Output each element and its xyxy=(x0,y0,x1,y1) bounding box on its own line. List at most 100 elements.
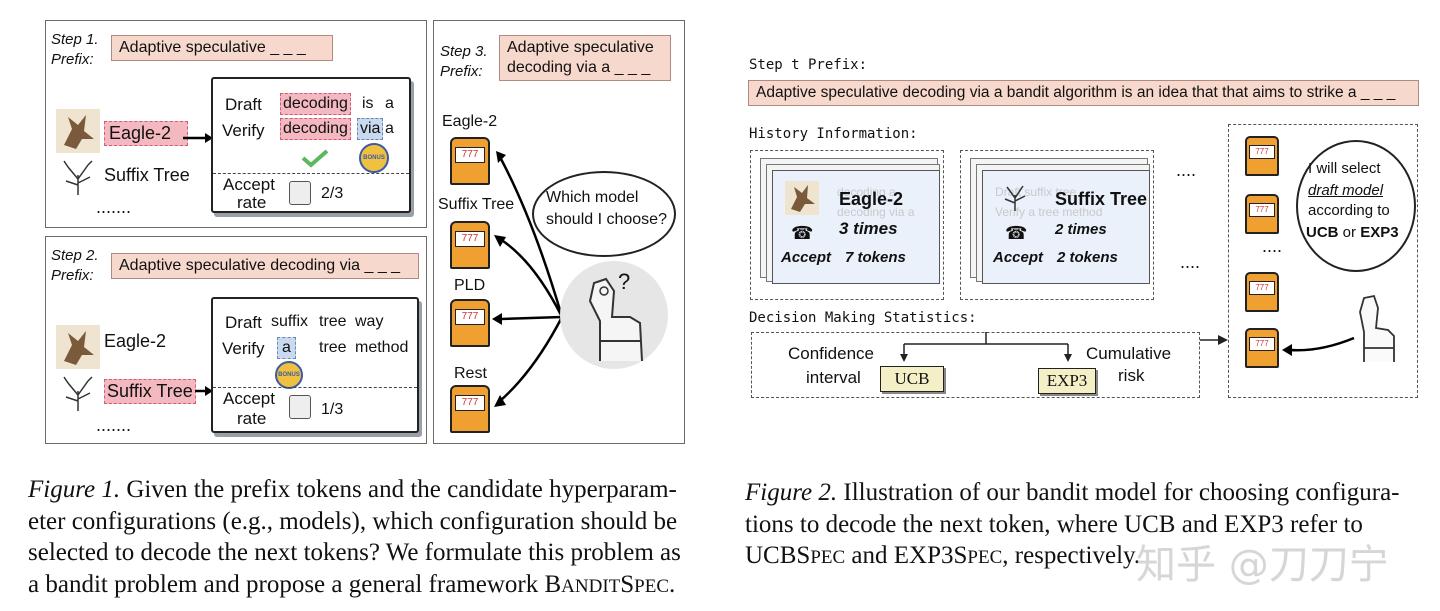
caption1-line2: eter configurations (e.g., models), whic… xyxy=(28,507,678,535)
step1-prefix-label: Prefix: xyxy=(51,51,94,68)
step3-prefix-line2: decoding via a _ _ _ xyxy=(507,59,651,76)
thumbs-up-icon xyxy=(289,395,311,419)
phone-icon: ☎ xyxy=(791,223,814,243)
history-card-b: Draft suffix tree Verify a tree method ☎… xyxy=(982,170,1150,284)
step2-model-b: Suffix Tree xyxy=(104,379,196,404)
draft-token-1: decoding xyxy=(280,93,351,115)
divider xyxy=(213,173,409,174)
card-a-accept: Accept xyxy=(781,249,832,266)
caption2-text1: Illustration of our bandit model for cho… xyxy=(843,479,1400,506)
confidence-label-2: interval xyxy=(806,368,861,387)
verify-label: Verify xyxy=(222,121,265,140)
draft-token-2: tree xyxy=(319,313,347,330)
caption1-text4: a bandit problem and propose a general f… xyxy=(28,570,539,598)
slot-machine-icon: 777 xyxy=(1245,194,1279,234)
step2-draft-box: Draft Verify suffix tree way a tree meth… xyxy=(211,297,419,433)
step3-prefix-line1: Adaptive speculative xyxy=(507,39,654,56)
verify-token-3: method xyxy=(355,339,409,356)
step1-label: Step 1. xyxy=(51,31,99,48)
history-dots-1: .... xyxy=(1176,160,1197,180)
agent-bubble-exp3: EXP3 xyxy=(1360,224,1399,241)
tree-icon xyxy=(999,181,1031,211)
cumulative-label-1: Cumulative xyxy=(1086,344,1172,363)
draft-token-3: way xyxy=(355,313,384,330)
caption2-lead: Figure 2. xyxy=(745,479,838,506)
card-b-name: Suffix Tree xyxy=(1055,189,1148,209)
check-icon xyxy=(301,149,329,168)
watermark: 知乎 @刀刀宁 xyxy=(1136,542,1389,588)
step1-panel: Step 1. Prefix: Adaptive speculative _ _… xyxy=(45,20,427,228)
step3-label: Step 3. xyxy=(440,43,488,60)
agent-bubble-ucb: UCB xyxy=(1306,224,1339,241)
card-b-times: 2 times xyxy=(1055,221,1107,238)
slot-machine-icon: 777 xyxy=(450,221,490,269)
history-label: History Information: xyxy=(749,126,918,142)
step1-model-a: Eagle-2 xyxy=(104,121,189,146)
cumulative-label-2: risk xyxy=(1118,366,1145,385)
verify-token-1: decoding xyxy=(280,118,351,140)
accept-label: Accept xyxy=(223,175,275,194)
agent-speech-bubble xyxy=(1296,140,1416,272)
caption1-line4: a bandit problem and propose a general f… xyxy=(28,570,676,598)
accept-rate-value: 1/3 xyxy=(321,401,344,418)
draft-token-2: is xyxy=(362,95,374,112)
history-card-a-frame xyxy=(750,150,944,300)
figure2-caption: Figure 2. Illustration of our bandit mod… xyxy=(745,477,1421,574)
rate-label: rate xyxy=(237,409,267,428)
thumbs-up-icon xyxy=(289,181,311,205)
slot-machine-icon: 777 xyxy=(450,137,490,185)
llama-icon xyxy=(1350,292,1400,364)
step1-prefix: Adaptive speculative _ _ _ xyxy=(111,35,333,61)
decision-box xyxy=(751,332,1200,398)
speech-bubble xyxy=(532,171,676,257)
step3-prefix-label: Prefix: xyxy=(440,63,483,80)
verify-token-3: a xyxy=(385,120,394,137)
step2-arrow xyxy=(195,386,213,396)
figure1-caption: Figure 1. Given the prefix tokens and th… xyxy=(28,474,698,602)
decision-label: Decision Making Statistics: xyxy=(749,310,977,326)
step3-panel: Step 3. Prefix: Adaptive speculative dec… xyxy=(433,20,685,444)
card-a-ghost-1: decoding a xyxy=(837,185,896,199)
accept-rate-value: 2/3 xyxy=(321,185,344,202)
step1-arrow xyxy=(183,133,213,143)
bonus-badge-icon: BONUS xyxy=(359,143,389,173)
step2-model-a: Eagle-2 xyxy=(104,331,167,351)
history-card-b-frame xyxy=(960,150,1154,300)
caption2-line2: tions to decode the next token, where UC… xyxy=(745,510,1363,538)
card-b-accept: Accept xyxy=(993,249,1044,266)
draft-label: Draft xyxy=(225,313,262,332)
ucb-chip: UCB xyxy=(880,366,944,392)
arm-label-0: Eagle-2 xyxy=(442,113,498,130)
arm-label-3: Rest xyxy=(454,365,487,382)
bubble-text-2: should I choose? xyxy=(546,211,667,228)
draft-token-1: suffix xyxy=(271,313,309,330)
caption1-line1: Figure 1. Given the prefix tokens and th… xyxy=(28,474,698,506)
caption1-lead: Figure 1. xyxy=(28,476,121,503)
card-a-tokens: 7 tokens xyxy=(845,249,906,266)
arm-arrows xyxy=(492,151,564,407)
slot-machine-icon: 777 xyxy=(450,299,490,347)
tree-icon xyxy=(58,159,98,195)
card-a-name: Eagle-2 xyxy=(839,189,904,209)
step2-more: ....... xyxy=(96,415,132,435)
divider xyxy=(213,387,417,388)
to-agent-arrow xyxy=(1200,335,1228,345)
caption1-line3: selected to decode the next tokens? We f… xyxy=(28,539,681,566)
caption2-line1: Figure 2. Illustration of our bandit mod… xyxy=(745,477,1421,509)
eagle-icon xyxy=(56,109,100,153)
tree-icon xyxy=(58,375,98,411)
step2-label: Step 2. xyxy=(51,247,99,264)
arm-label-1: Suffix Tree xyxy=(438,196,515,213)
card-b-tokens: 2 tokens xyxy=(1057,249,1118,266)
card-a-ghost-2: decoding via a xyxy=(837,205,915,219)
verify-token-2: via xyxy=(357,118,384,140)
verify-label: Verify xyxy=(222,339,265,358)
step2-prefix-label: Prefix: xyxy=(51,267,94,284)
decision-arrows xyxy=(900,332,1072,362)
draft-label: Draft xyxy=(225,95,262,114)
step2-panel: Step 2. Prefix: Adaptive speculative dec… xyxy=(45,236,427,444)
slot-machine-icon: 777 xyxy=(1245,272,1279,312)
step1-more: ....... xyxy=(96,197,132,217)
agent-bubble-or: or xyxy=(1342,224,1357,241)
caption2-line3: UCBSPEC and EXP3SPEC, respectively. xyxy=(745,542,1141,569)
